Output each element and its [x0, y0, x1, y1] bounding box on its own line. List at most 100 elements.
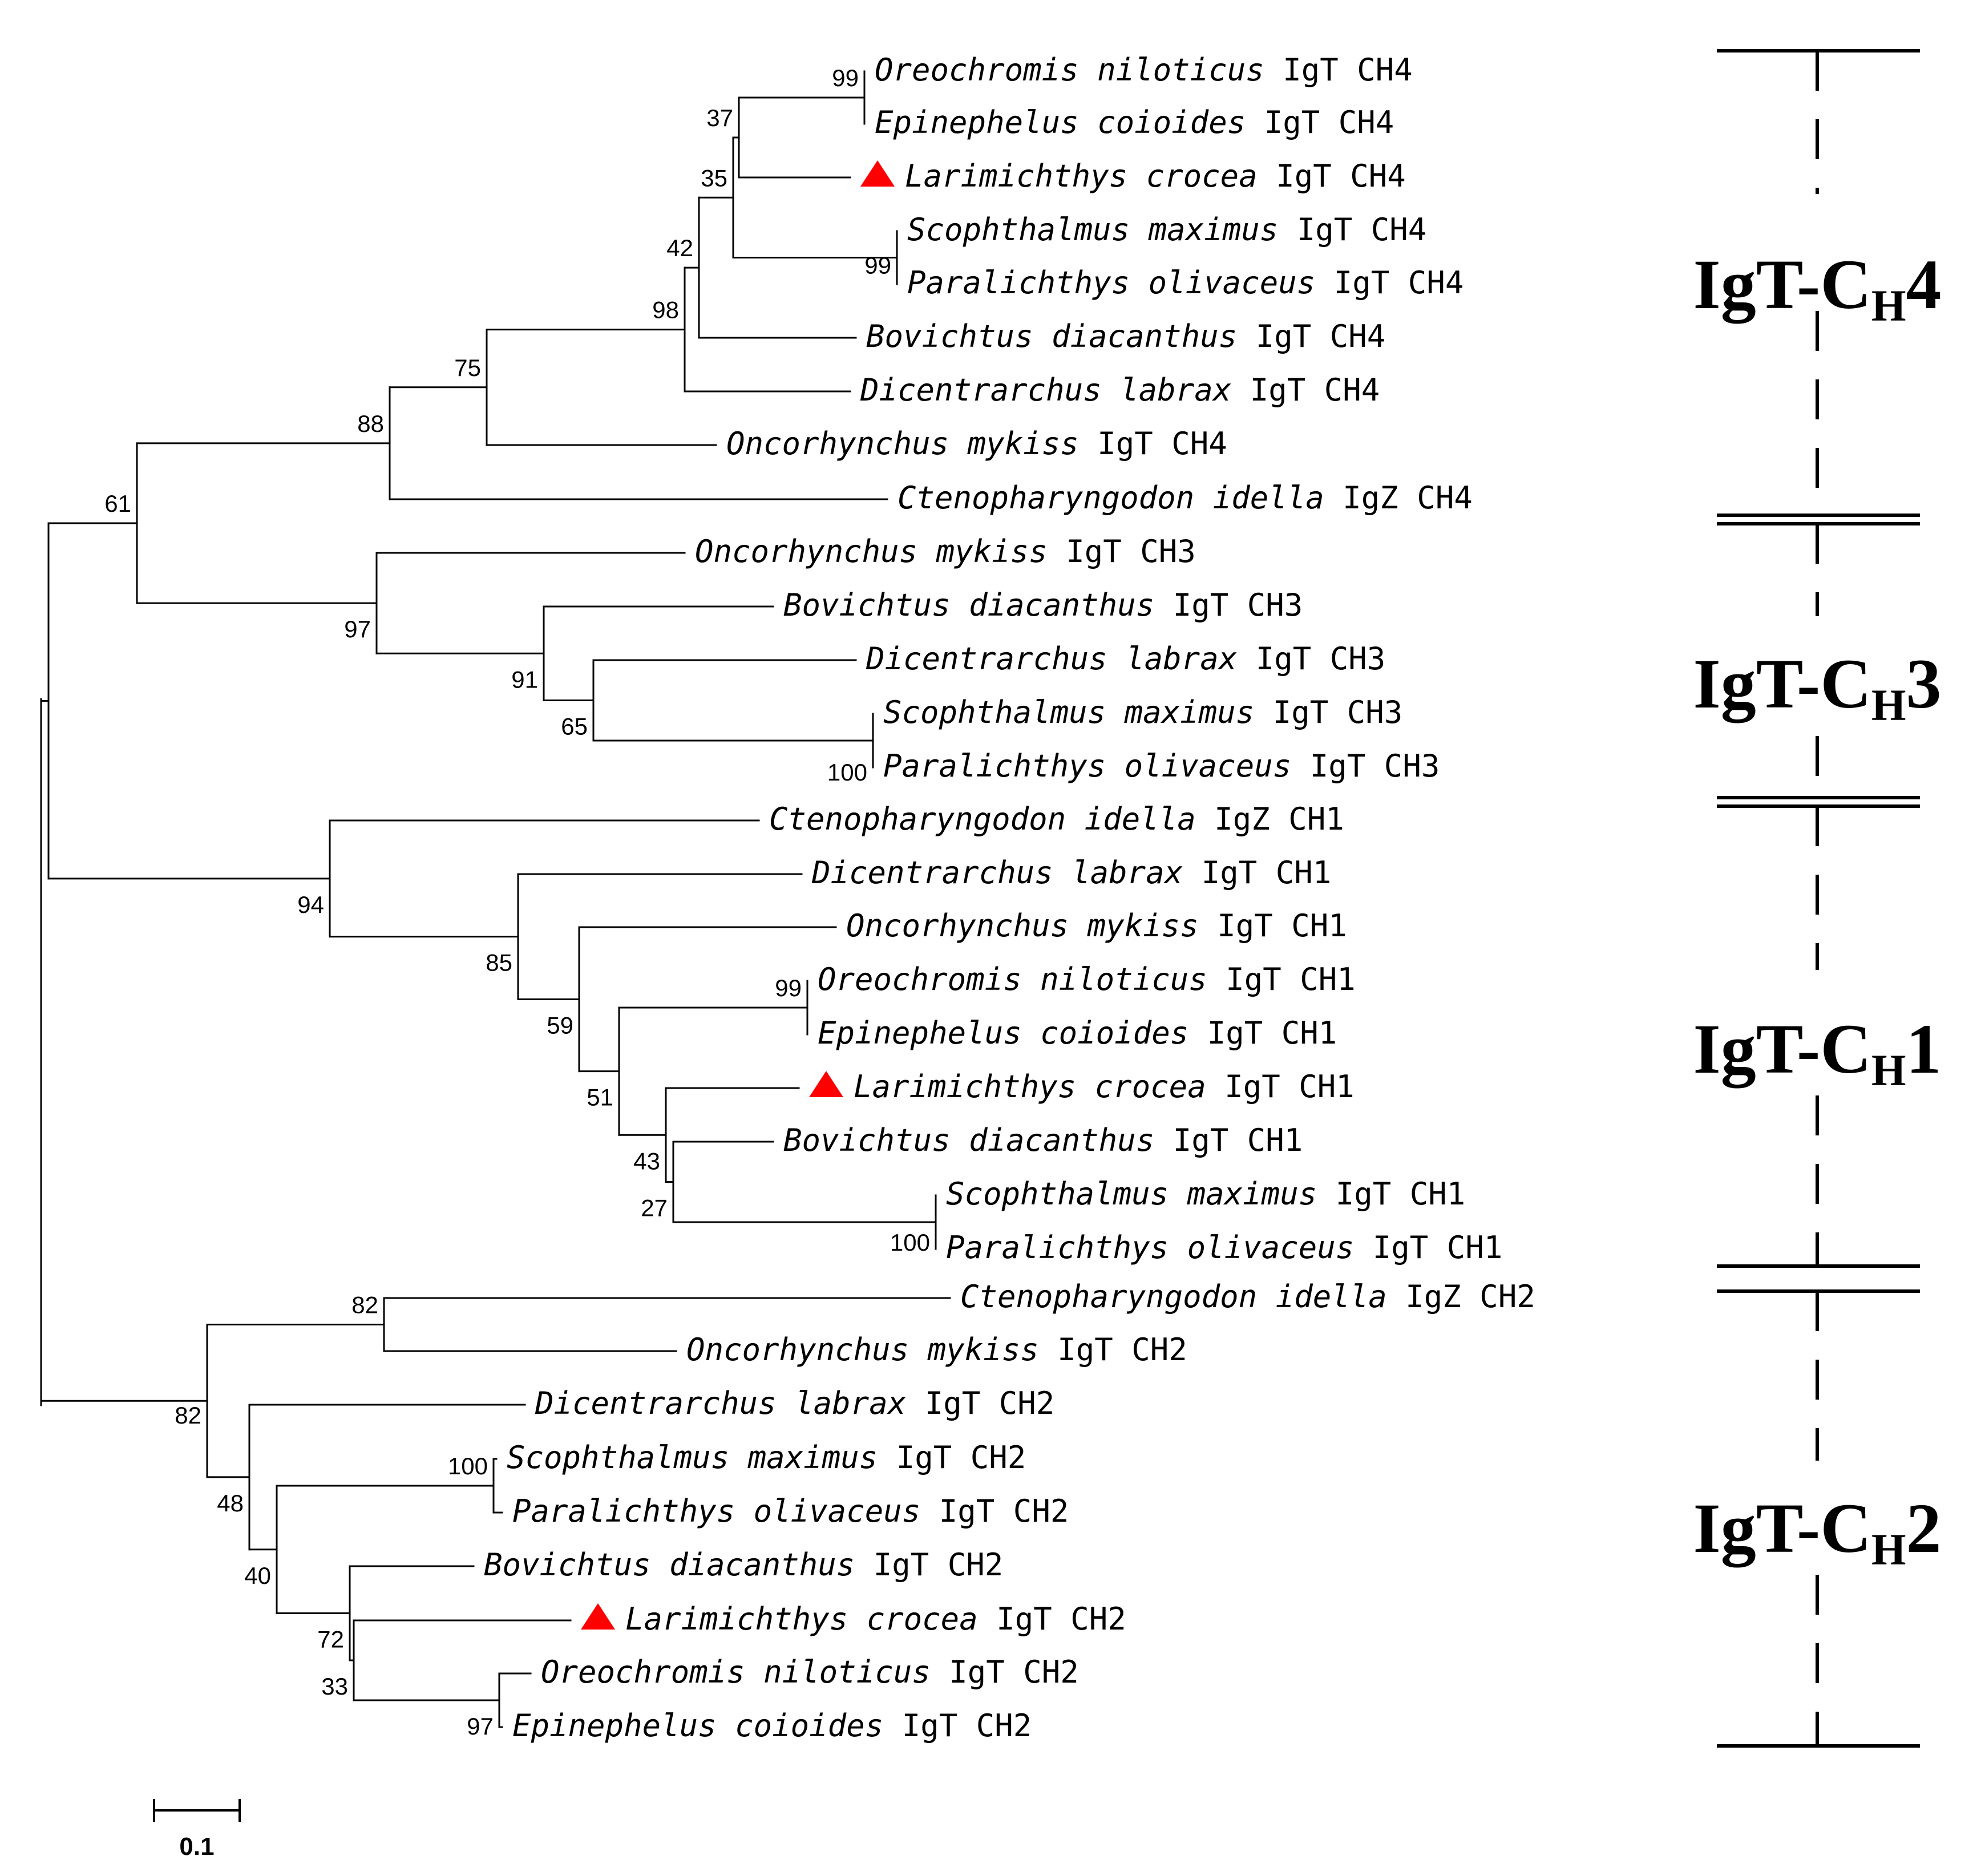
taxon-species-name: Epinephelus coioides: [818, 1015, 1188, 1051]
taxon-label: Oreochromis niloticus IgT CH1: [818, 961, 1356, 997]
bootstrap-label: 99: [775, 975, 802, 1001]
taxon-species-name: Scophthalmus maximus: [946, 1176, 1317, 1212]
taxon-label: Scophthalmus maximus IgT CH2: [507, 1440, 1026, 1475]
taxon-domain-suffix: IgT CH4: [1264, 52, 1413, 88]
bootstrap-label: 35: [701, 164, 727, 191]
domain-group-label: IgT-CH1: [1693, 1010, 1941, 1095]
taxon-species-name: Dicentrarchus labrax: [860, 372, 1231, 408]
bootstrap-label: 65: [561, 713, 588, 740]
domain-group-label: IgT-CH3: [1693, 645, 1941, 730]
taxon-species-name: Paralichthys olivaceus: [946, 1230, 1354, 1266]
taxon-domain-suffix: IgT CH3: [1254, 694, 1402, 730]
taxon-domain-suffix: IgT CH2: [855, 1547, 1003, 1583]
taxon-domain-suffix: IgZ CH1: [1196, 801, 1344, 837]
bootstrap-label: 75: [454, 354, 481, 381]
taxon-species-name: Bovichtus diacanthus: [783, 587, 1154, 623]
bootstrap-label: 59: [547, 1012, 573, 1038]
taxon-species-name: Epinephelus coioides: [875, 104, 1246, 140]
taxon-label: Bovichtus diacanthus IgT CH4: [866, 318, 1385, 354]
taxon-label: Scophthalmus maximus IgT CH3: [883, 694, 1402, 730]
bootstrap-label: 40: [244, 1562, 271, 1589]
taxon-domain-suffix: IgT CH1: [1183, 855, 1331, 891]
bootstrap-label: 33: [321, 1673, 348, 1700]
taxon-label: Bovichtus diacanthus IgT CH2: [484, 1547, 1003, 1583]
taxon-species-name: Oncorhynchus mykiss: [726, 426, 1079, 462]
taxon-species-name: Scophthalmus maximus: [907, 212, 1278, 248]
taxon-label: Epinephelus coioides IgT CH1: [818, 1015, 1337, 1051]
group-label-prefix: IgT-C: [1693, 1489, 1871, 1568]
taxon-species-name: Paralichthys olivaceus: [907, 265, 1315, 301]
taxon-label: Oncorhynchus mykiss IgT CH1: [846, 908, 1347, 944]
bootstrap-label: 100: [890, 1229, 930, 1256]
taxon-domain-suffix: IgT CH2: [878, 1440, 1026, 1475]
bootstrap-label: 43: [633, 1147, 660, 1174]
taxon-species-name: Larimichthys crocea: [905, 158, 1258, 194]
taxon-label: Paralichthys olivaceus IgT CH2: [512, 1493, 1069, 1529]
taxon-label: Paralichthys olivaceus IgT CH1: [946, 1230, 1502, 1266]
taxon-species-name: Ctenopharyngodon idella: [897, 480, 1324, 516]
taxon-domain-suffix: IgT CH2: [883, 1708, 1032, 1744]
taxon-species-name: Epinephelus coioides: [512, 1708, 883, 1744]
taxon-label: Dicentrarchus labrax IgT CH4: [860, 372, 1380, 408]
taxon-species-name: Scophthalmus maximus: [883, 694, 1254, 730]
taxon-species-name: Bovichtus diacanthus: [866, 318, 1237, 354]
bootstrap-label: 85: [486, 949, 512, 976]
taxon-species-name: Oncorhynchus mykiss: [695, 533, 1048, 569]
group-label-subscript: H: [1871, 1045, 1906, 1095]
taxon-label: Oreochromis niloticus IgT CH4: [875, 52, 1413, 88]
bootstrap-label: 82: [351, 1292, 378, 1319]
taxon-domain-suffix: IgT CH3: [1154, 587, 1303, 623]
taxon-domain-suffix: IgT CH1: [1188, 1015, 1337, 1051]
taxon-species-name: Larimichthys crocea: [625, 1601, 978, 1637]
group-label-subscript: H: [1871, 1525, 1906, 1574]
taxon-species-name: Paralichthys olivaceus: [512, 1493, 920, 1529]
bootstrap-label: 99: [832, 64, 859, 91]
group-label-suffix: 3: [1906, 645, 1942, 723]
taxon-domain-suffix: IgZ CH2: [1387, 1279, 1535, 1315]
taxon-domain-suffix: IgT CH1: [1154, 1122, 1303, 1158]
taxon-label: Dicentrarchus labrax IgT CH2: [535, 1385, 1054, 1421]
taxon-label: Ctenopharyngodon idella IgZ CH1: [769, 801, 1344, 837]
taxon-domain-suffix: IgZ CH4: [1324, 480, 1473, 516]
taxon-species-name: Oreochromis niloticus: [541, 1654, 931, 1690]
taxon-domain-suffix: IgT CH2: [920, 1493, 1069, 1529]
taxon-species-name: Larimichthys crocea: [854, 1069, 1206, 1105]
bootstrap-label: 61: [104, 490, 131, 517]
taxon-domain-suffix: IgT CH4: [1278, 212, 1426, 248]
taxon-label: Bovichtus diacanthus IgT CH1: [783, 1122, 1303, 1158]
taxon-domain-suffix: IgT CH2: [906, 1385, 1054, 1421]
taxon-label: Larimichthys crocea IgT CH4: [905, 158, 1406, 194]
taxon-species-name: Oreochromis niloticus: [875, 52, 1264, 88]
scale-bar-label: 0.1: [179, 1833, 214, 1861]
taxon-domain-suffix: IgT CH3: [1237, 641, 1385, 677]
bootstrap-label: 100: [827, 759, 867, 786]
group-label-suffix: 1: [1906, 1010, 1942, 1088]
group-label-subscript: H: [1871, 281, 1906, 330]
taxon-domain-suffix: IgT CH1: [1317, 1176, 1465, 1212]
red-triangle-marker-icon: [860, 160, 895, 187]
taxon-domain-suffix: IgT CH1: [1354, 1230, 1502, 1266]
taxon-label: Dicentrarchus labrax IgT CH1: [811, 855, 1331, 891]
taxon-domain-suffix: IgT CH2: [931, 1654, 1079, 1690]
taxon-label: Ctenopharyngodon idella IgZ CH2: [960, 1279, 1535, 1315]
taxon-species-name: Dicentrarchus labrax: [866, 641, 1237, 677]
taxon-label: Epinephelus coioides IgT CH2: [512, 1708, 1032, 1744]
taxon-label: Dicentrarchus labrax IgT CH3: [866, 641, 1385, 677]
bootstrap-label: 72: [317, 1626, 344, 1653]
taxon-label: Oreochromis niloticus IgT CH2: [541, 1654, 1079, 1690]
taxon-label: Paralichthys olivaceus IgT CH3: [883, 748, 1440, 784]
domain-group-label: IgT-CH4: [1693, 245, 1941, 330]
group-label-prefix: IgT-C: [1693, 245, 1871, 324]
taxon-domain-suffix: IgT CH1: [1206, 1069, 1355, 1105]
taxon-species-name: Paralichthys olivaceus: [883, 748, 1291, 784]
taxon-label: Scophthalmus maximus IgT CH1: [946, 1176, 1465, 1212]
bootstrap-label: 98: [652, 297, 679, 324]
red-triangle-marker-icon: [581, 1603, 615, 1630]
taxon-species-name: Oreochromis niloticus: [818, 961, 1207, 997]
taxon-domain-suffix: IgT CH3: [1291, 748, 1440, 784]
taxon-species-name: Oncorhynchus mykiss: [686, 1332, 1039, 1368]
taxon-species-name: Bovichtus diacanthus: [484, 1547, 855, 1583]
bootstrap-label: 100: [448, 1453, 488, 1479]
taxon-domain-suffix: IgT CH1: [1207, 961, 1356, 997]
